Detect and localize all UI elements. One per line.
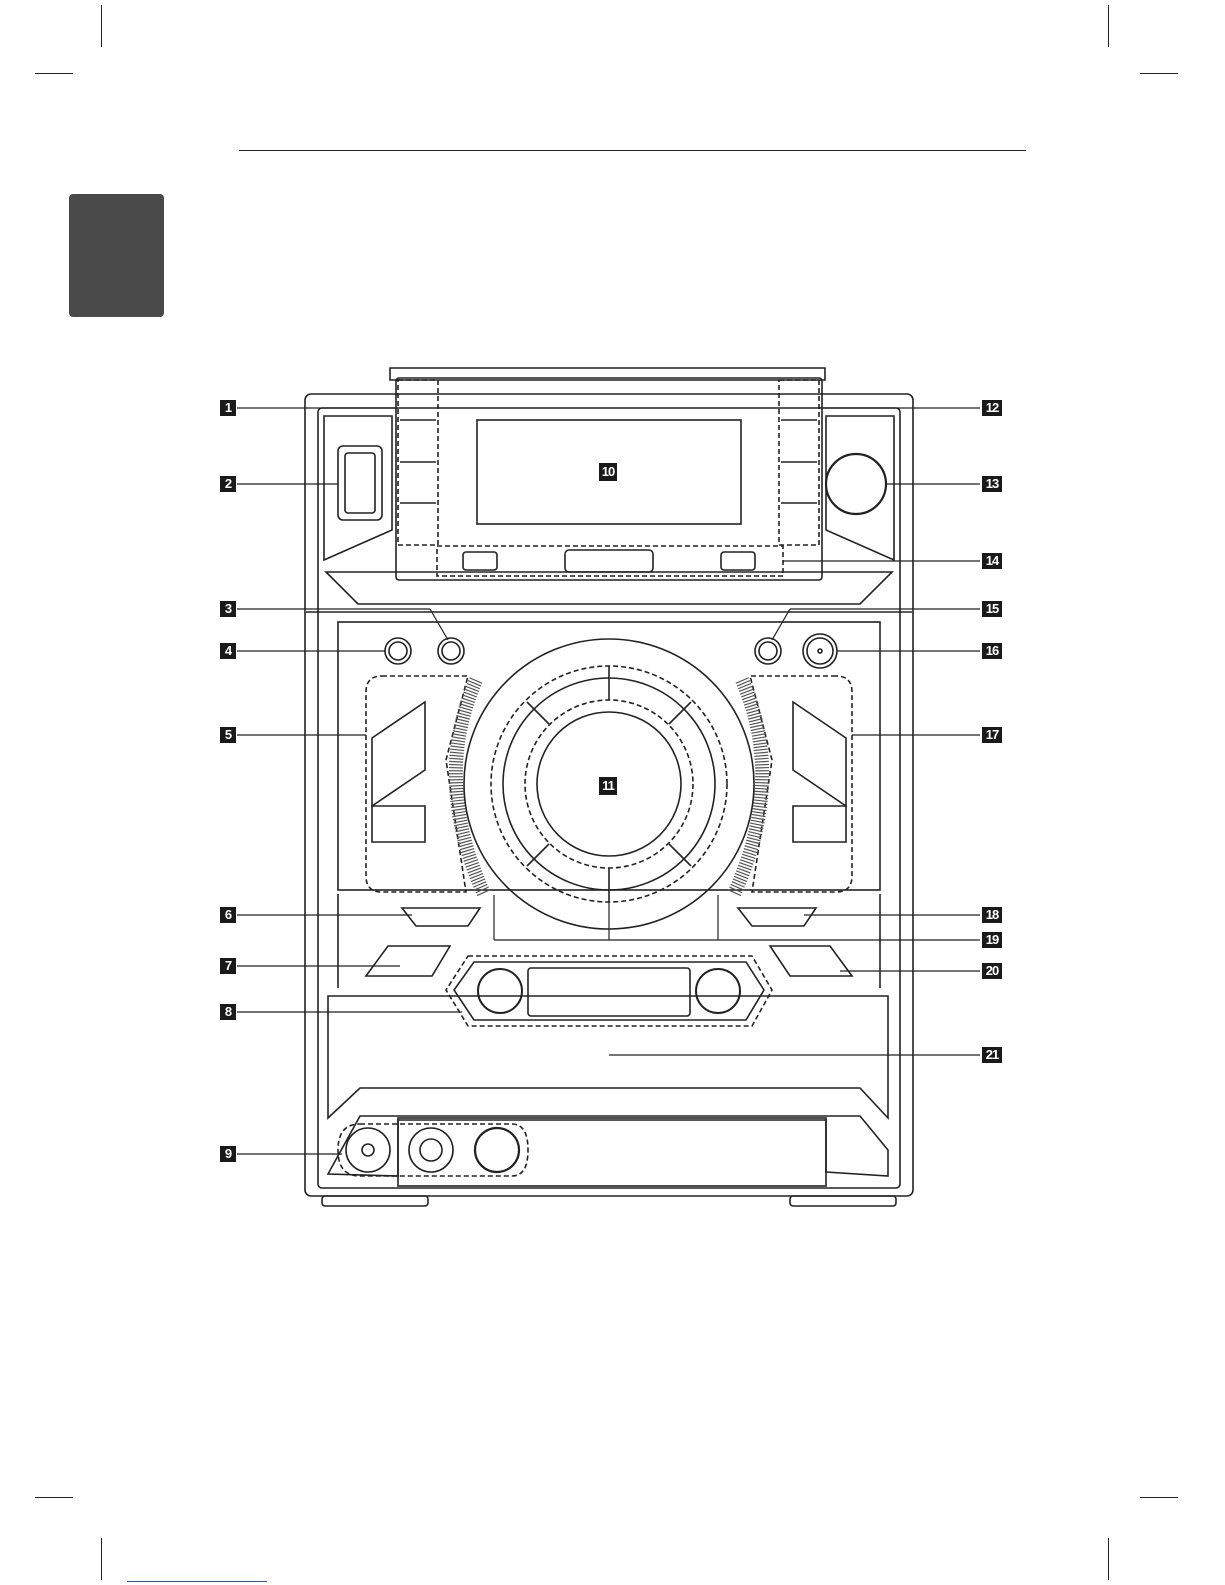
input-jack-3 [475,1128,519,1172]
knob-left [478,969,522,1013]
callout-10: 10 [599,463,617,481]
callout-9: 9 [220,1146,236,1162]
callout-20: 20 [982,963,1002,979]
button-18 [738,908,816,926]
callout-1: 1 [220,400,236,416]
callout-8: 8 [220,1004,236,1020]
callout-17: 17 [982,727,1002,743]
foot-right [790,1196,896,1206]
button-6 [402,908,480,926]
callout-21: 21 [982,1047,1002,1063]
input-jack-1 [346,1128,390,1172]
left-led-ring [456,680,484,894]
callout-13: 13 [982,476,1002,492]
callout-12: 12 [982,400,1002,416]
callout-7: 7 [220,958,236,974]
input-jack-2 [409,1128,453,1172]
callout-16: 16 [982,643,1002,659]
callout-14: 14 [982,553,1002,569]
disc-tray [328,996,888,1118]
input-jacks-group [338,1124,528,1176]
right-led-ring [734,680,762,894]
knob-right [696,969,740,1013]
callout-2: 2 [220,476,236,492]
callout-18: 18 [982,907,1002,923]
cabinet-inner [318,408,900,1188]
callout-15: 15 [982,601,1002,617]
callout-5: 5 [220,727,236,743]
button-16 [803,634,837,668]
callout-11: 11 [599,777,617,795]
button-20 [770,946,852,976]
callout-3: 3 [220,601,236,617]
foot-left [322,1196,428,1206]
volume-knob [826,454,886,514]
callout-19: 19 [982,932,1002,948]
callout-4: 4 [220,643,236,659]
button-7 [366,946,450,976]
callout-6: 6 [220,907,236,923]
